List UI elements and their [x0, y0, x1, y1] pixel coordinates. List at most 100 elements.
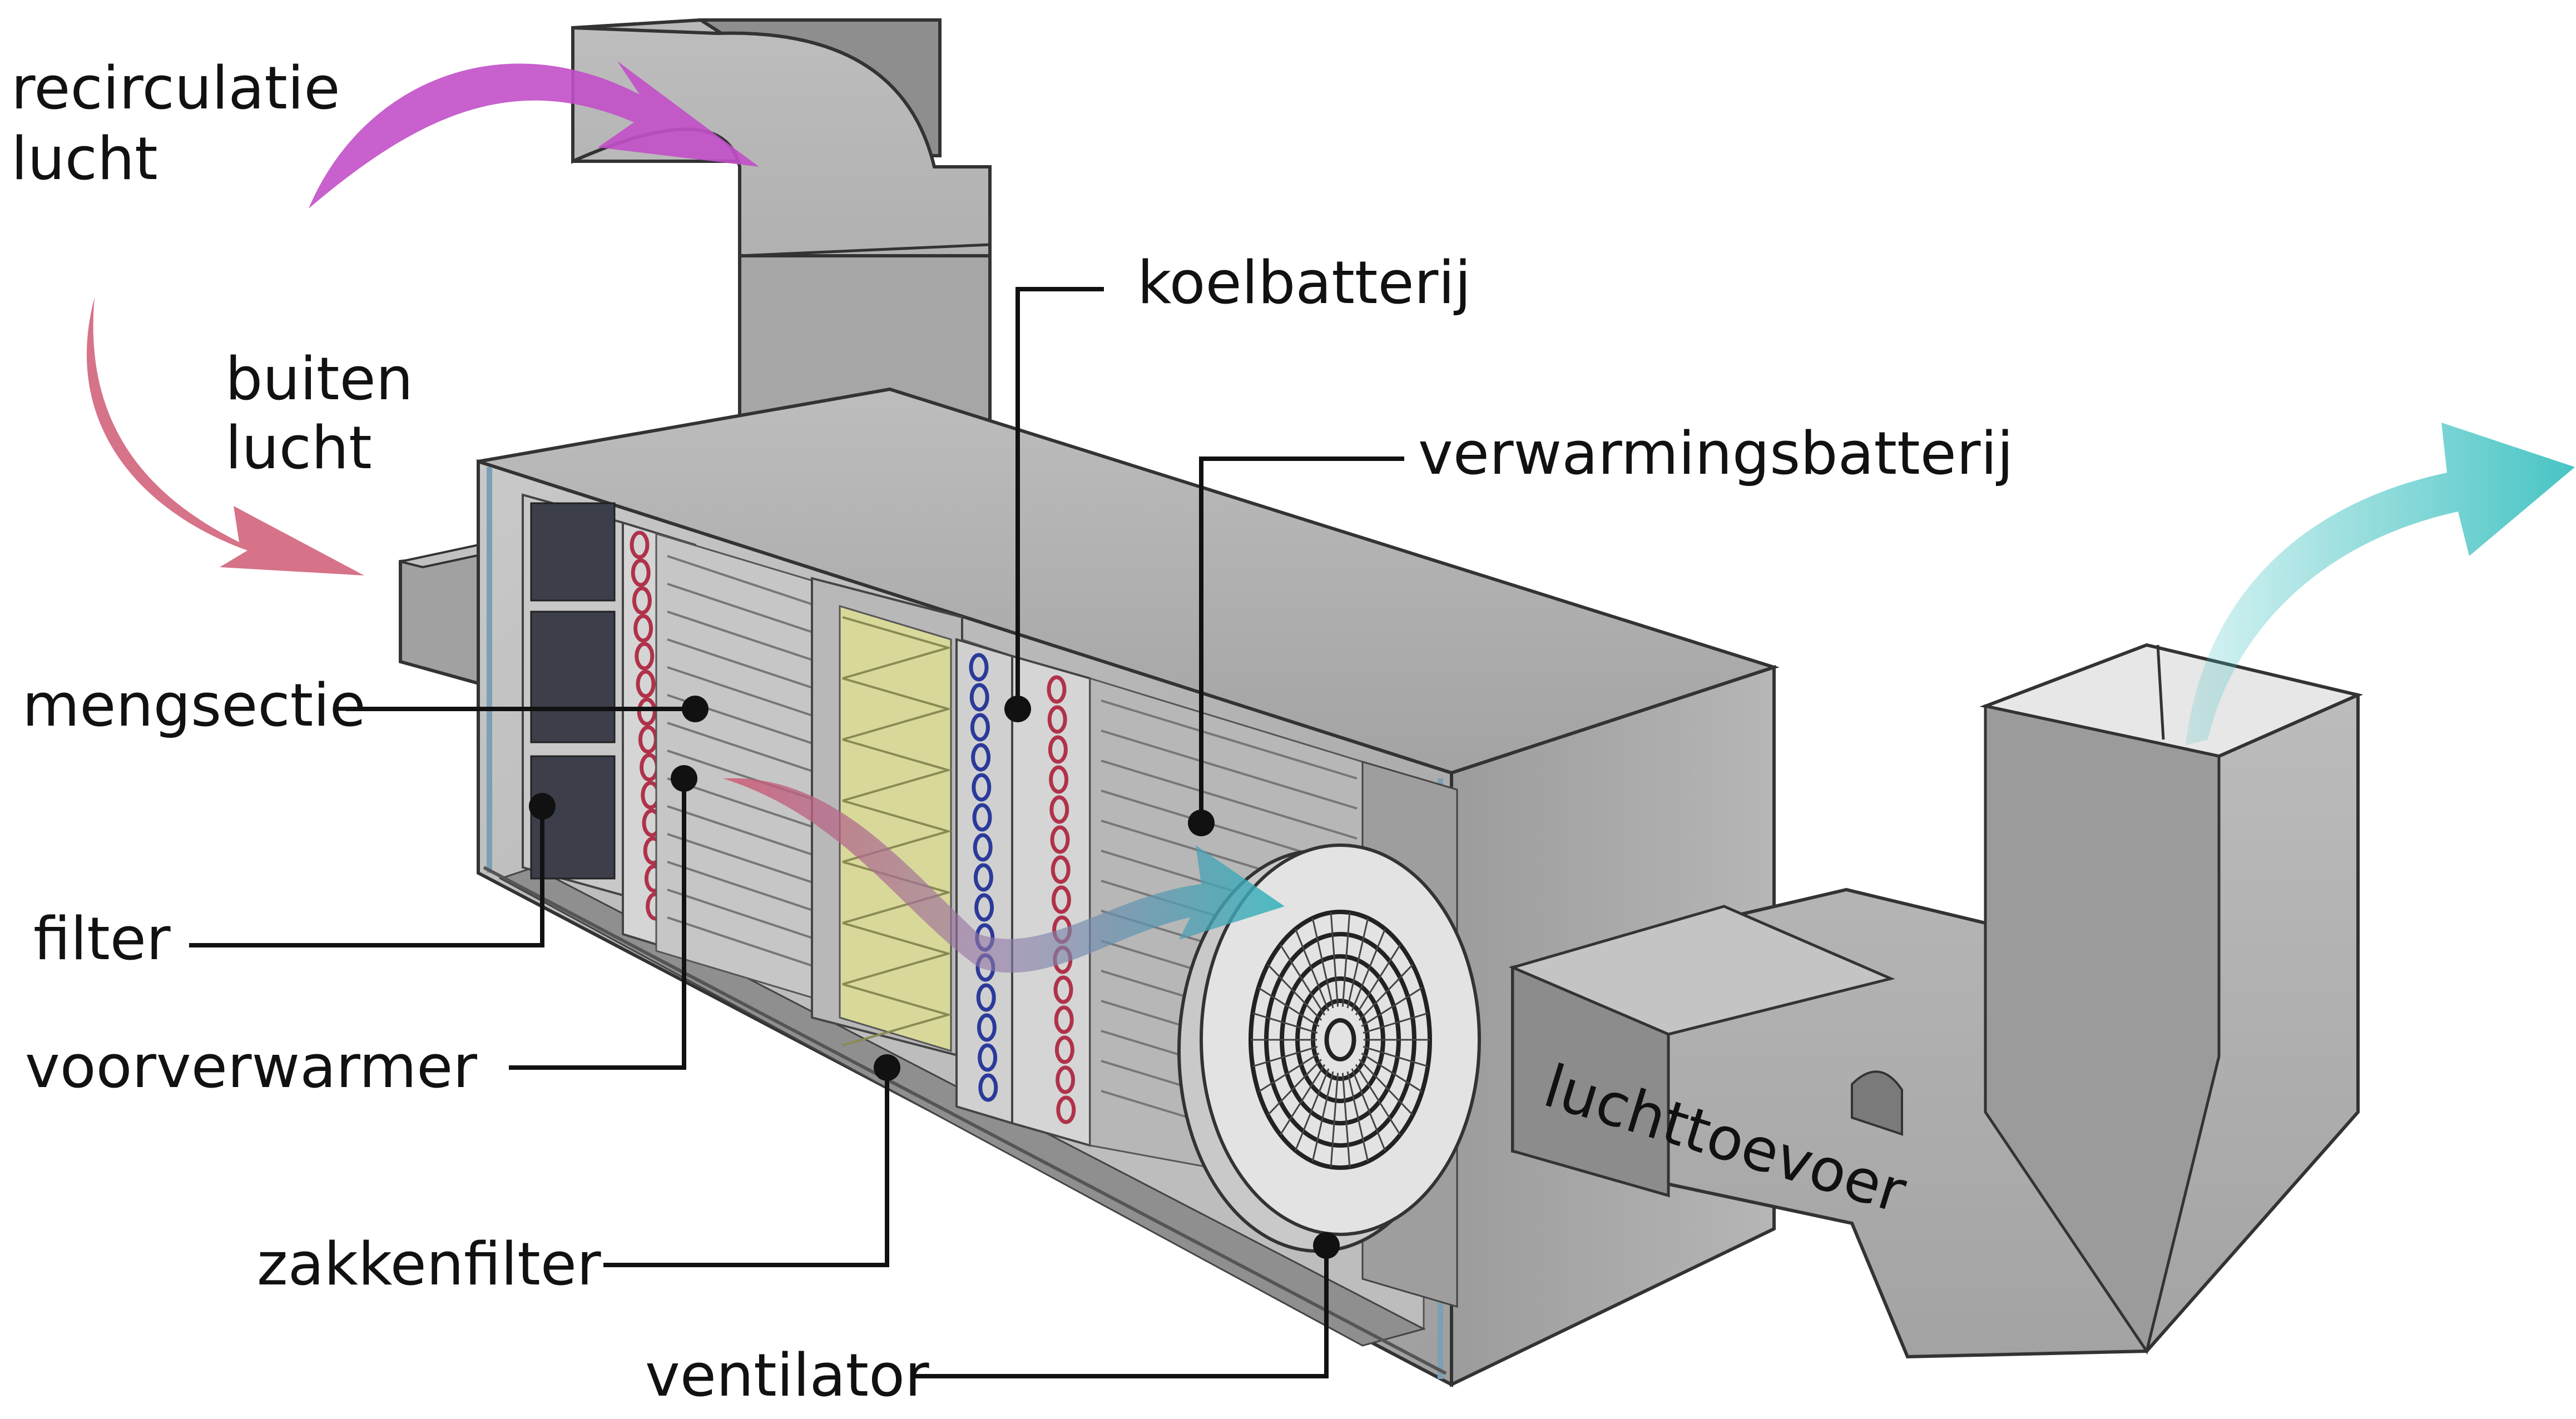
label-outside-1: buiten — [225, 345, 413, 413]
bag-pleat — [842, 983, 953, 1046]
preheater-tube — [631, 558, 651, 587]
heating-tube — [1047, 675, 1067, 704]
preheater-fin — [667, 611, 818, 663]
heating-tube — [1048, 735, 1068, 764]
fan-blade — [1346, 1071, 1369, 1162]
preheater-tube — [630, 530, 650, 559]
fan-blade — [1295, 929, 1330, 1011]
dot-cooling-coil — [1004, 696, 1031, 722]
cooling-tube — [970, 713, 990, 742]
fan-blade — [1252, 1046, 1318, 1068]
dot-preheater — [671, 765, 697, 792]
leader-cooling-coil — [1015, 287, 1104, 709]
cooling-tube — [977, 1013, 997, 1042]
label-recirculation-2: lucht — [11, 125, 158, 193]
heating-tube — [1054, 1005, 1074, 1034]
preheater-tube — [633, 614, 653, 643]
preheater-tube — [632, 586, 652, 615]
fan-grille-ring — [1324, 1018, 1356, 1061]
heating-tube — [1049, 765, 1069, 794]
label-mixing-section: mengsectie — [22, 671, 366, 740]
label-cooling-coil: koelbatterij — [1137, 249, 1471, 317]
cooling-tube — [969, 653, 989, 682]
preheater-fin — [667, 916, 818, 969]
fan-blade — [1363, 1046, 1428, 1068]
dot-heating-coil — [1188, 810, 1215, 836]
fan — [1177, 760, 1481, 1308]
fan-blade — [1351, 929, 1386, 1011]
label-preheater: voorverwarmer — [25, 1033, 477, 1101]
fan-blade — [1355, 1064, 1401, 1135]
fan-blade — [1346, 917, 1369, 1009]
filter-section — [522, 493, 624, 897]
leader-dots — [529, 696, 1340, 1259]
cooling-tube — [969, 683, 989, 712]
preheater-fin — [667, 833, 818, 885]
fan-blade — [1311, 1071, 1334, 1162]
fan-blade — [1330, 912, 1339, 1007]
label-recirculation-1: recirculatie — [11, 54, 340, 122]
label-outside-2: lucht — [225, 414, 372, 482]
dot-filter — [529, 793, 556, 820]
cooling-tube — [972, 773, 992, 802]
preheater-fin — [667, 555, 818, 607]
cooling-tube — [978, 1073, 998, 1102]
cooling-tube — [978, 1043, 998, 1072]
preheater-fin — [667, 805, 818, 857]
fan-blade — [1311, 917, 1334, 1009]
supply-air-arrow — [2186, 423, 2575, 745]
fan-blade — [1341, 1073, 1351, 1167]
heating-tube — [1050, 825, 1070, 854]
dot-fan — [1313, 1232, 1340, 1259]
recirculation-arrow — [309, 61, 759, 209]
supply-duct — [1508, 643, 2364, 1359]
fan-blade — [1341, 912, 1351, 1007]
bag-filter — [811, 577, 963, 1058]
preheater-fin — [667, 722, 818, 774]
dot-mixing-section — [682, 696, 709, 722]
fan-blade — [1351, 1068, 1386, 1151]
cooling-coil — [955, 638, 1013, 1125]
preheater-fin — [667, 861, 818, 913]
fan-blade — [1258, 987, 1320, 1027]
label-heating-coil: verwarmingsbatterij — [1418, 419, 2013, 488]
bag-pleat — [842, 677, 953, 741]
bag-pleat — [842, 922, 953, 985]
preheater-coil — [622, 521, 824, 1003]
fan-blade — [1363, 1012, 1428, 1034]
heating-fin — [1101, 730, 1358, 810]
fan-blade — [1280, 944, 1326, 1016]
fan-blade — [1361, 1053, 1423, 1093]
leader-heating-coil — [1199, 457, 1404, 823]
heating-tube — [1056, 1095, 1076, 1124]
leader-preheater — [509, 778, 686, 1070]
cooling-tube — [976, 983, 996, 1012]
heating-tube — [1053, 975, 1073, 1004]
heating-tube — [1051, 855, 1071, 884]
heating-fin — [1101, 699, 1358, 780]
preheater-fin — [667, 638, 818, 691]
leader-filter — [189, 806, 544, 947]
heating-tube — [1051, 885, 1071, 914]
label-filter: filter — [33, 905, 171, 973]
cooling-tube — [974, 893, 994, 922]
heating-tube — [1047, 705, 1067, 734]
heating-tube — [1056, 1065, 1076, 1094]
fan-blade — [1361, 987, 1423, 1027]
bag-pleat — [842, 738, 953, 802]
cooling-tube — [971, 743, 991, 772]
preheater-tube — [637, 697, 657, 726]
heating-tube — [1049, 795, 1069, 824]
fan-blade — [1267, 964, 1322, 1021]
fan-blade — [1280, 1064, 1326, 1135]
fan-blade — [1355, 944, 1401, 1016]
label-fan: ventilator — [645, 1341, 929, 1410]
fan-blade — [1295, 1068, 1330, 1151]
heating-fin — [1101, 760, 1358, 840]
heating-tube — [1054, 1035, 1074, 1064]
fan-blade — [1358, 964, 1414, 1021]
fan-blade — [1252, 1012, 1318, 1034]
internal-airflow-arrow — [723, 778, 1285, 973]
fan-blade — [1330, 1073, 1339, 1167]
